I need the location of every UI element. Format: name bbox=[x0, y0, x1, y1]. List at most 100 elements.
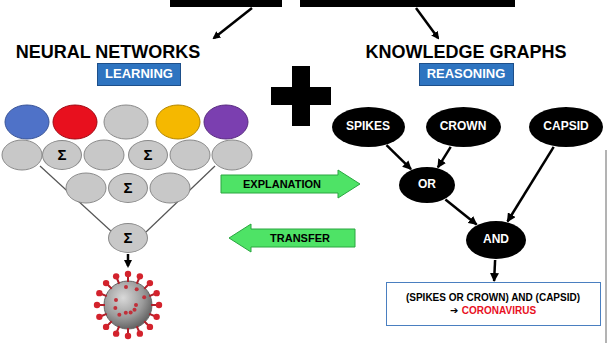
text-block: Σ bbox=[123, 228, 132, 248]
transfer-arrow: TRANSFER bbox=[229, 224, 355, 252]
virus-spike bbox=[156, 302, 162, 308]
virus-spike bbox=[137, 273, 143, 279]
node-text: TRANSFER bbox=[270, 232, 330, 244]
virus-spike bbox=[147, 324, 153, 330]
text-block: OR bbox=[418, 177, 436, 193]
virus-dot bbox=[135, 287, 139, 291]
arrow-shape-fill bbox=[229, 224, 355, 252]
virus-spike bbox=[94, 302, 100, 308]
node-text: Σ bbox=[123, 179, 132, 196]
text-block: (SPIKES OR CROWN) AND (CAPSID) ➔ CORONAVIR… bbox=[406, 291, 580, 317]
section-tag: LEARNING bbox=[97, 63, 181, 86]
pointer-arrow bbox=[214, 8, 252, 38]
virus-dot bbox=[113, 306, 117, 310]
virus-dot bbox=[114, 298, 118, 302]
network-link bbox=[40, 166, 112, 232]
virus-spike bbox=[137, 330, 143, 336]
node-text: CORONAVIRUS bbox=[462, 305, 536, 316]
text-block: TRANSFER bbox=[270, 231, 330, 245]
section-title: KNOWLEDGE GRAPHS bbox=[365, 42, 566, 63]
virus-spike bbox=[103, 280, 109, 286]
text-row: TRANSFER bbox=[270, 231, 330, 245]
text-row: EXPLANATION bbox=[243, 177, 321, 191]
text-block: SPIKES bbox=[346, 119, 390, 135]
network-link bbox=[146, 166, 215, 232]
virus-dot bbox=[129, 311, 133, 315]
top-bar bbox=[170, 0, 282, 7]
node-text: ➔ bbox=[450, 305, 458, 316]
output-arrow bbox=[127, 254, 130, 266]
section-tag: REASONING bbox=[419, 63, 514, 86]
hidden-neuron bbox=[2, 140, 42, 170]
hidden-neuron bbox=[212, 140, 252, 170]
input-neuron bbox=[5, 105, 49, 139]
sum-neuron: Σ bbox=[108, 173, 148, 203]
plus-sign bbox=[271, 87, 331, 105]
virus-dot bbox=[133, 308, 137, 312]
graph-connector bbox=[387, 145, 412, 169]
input-neuron bbox=[204, 105, 248, 139]
virus-spike bbox=[153, 314, 159, 320]
virus-dot bbox=[134, 303, 138, 307]
input-neuron bbox=[53, 105, 97, 139]
text-row: Σ bbox=[57, 145, 66, 165]
text-row: OR bbox=[418, 177, 436, 193]
concept-node: SPIKES bbox=[332, 107, 405, 147]
virus-spike bbox=[125, 271, 131, 277]
input-neuron bbox=[156, 105, 200, 139]
text-block: Σ bbox=[57, 145, 66, 165]
logic-node: AND bbox=[466, 221, 526, 259]
text-row: Σ bbox=[123, 228, 132, 248]
virus-spike bbox=[125, 333, 131, 339]
virus-dot bbox=[117, 313, 121, 317]
text-block: REASONING bbox=[427, 66, 506, 83]
text-row: CROWN bbox=[440, 119, 487, 135]
virus-dot bbox=[124, 285, 128, 289]
node-text: Σ bbox=[57, 146, 66, 163]
node-text: EXPLANATION bbox=[243, 178, 321, 190]
sum-neuron: Σ bbox=[108, 223, 148, 253]
text-block: AND bbox=[483, 232, 509, 248]
logic-node: OR bbox=[399, 167, 455, 203]
virus-spike bbox=[147, 280, 153, 286]
text-row: SPIKES bbox=[346, 119, 390, 135]
node-text: Σ bbox=[123, 229, 132, 246]
result-box: (SPIKES OR CROWN) AND (CAPSID) ➔ CORONAVIR… bbox=[386, 282, 601, 326]
virus-dot bbox=[142, 295, 146, 299]
node-text: AND bbox=[483, 232, 509, 246]
divider-line bbox=[605, 150, 607, 343]
text-row: CAPSID bbox=[543, 119, 588, 135]
virus-dot bbox=[124, 311, 128, 315]
section-title: NEURAL NETWORKS bbox=[16, 42, 201, 63]
node-text: OR bbox=[418, 177, 436, 191]
node-text: SPIKES bbox=[346, 119, 390, 133]
text-block: CAPSID bbox=[543, 119, 588, 135]
text-block: CROWN bbox=[440, 119, 487, 135]
text-row: LEARNING bbox=[105, 66, 173, 83]
top-bar bbox=[300, 0, 515, 7]
node-text: Σ bbox=[143, 146, 152, 163]
virus-spike bbox=[96, 290, 102, 296]
concept-node: CROWN bbox=[426, 107, 501, 147]
input-neuron bbox=[104, 105, 148, 139]
virus-spike bbox=[153, 290, 159, 296]
hidden-neuron bbox=[66, 173, 106, 203]
text-row: REASONING bbox=[427, 66, 506, 83]
coronavirus-picture bbox=[94, 271, 162, 339]
virus-spike bbox=[113, 330, 119, 336]
virus-spike bbox=[113, 273, 119, 279]
virus-spike bbox=[96, 314, 102, 320]
node-text: (SPIKES OR CROWN) AND (CAPSID) bbox=[406, 292, 580, 303]
graph-connector bbox=[494, 260, 495, 281]
concept-node: CAPSID bbox=[529, 107, 603, 147]
text-row: AND bbox=[483, 232, 509, 248]
graph-connector bbox=[445, 200, 476, 225]
text-row: Σ bbox=[143, 145, 152, 165]
pointer-arrow bbox=[416, 8, 438, 38]
graph-connector bbox=[508, 147, 554, 222]
text-block: LEARNING bbox=[105, 66, 173, 83]
text-row: ➔ CORONAVIRUS bbox=[450, 304, 536, 317]
text-block: Σ bbox=[123, 178, 132, 198]
arrow-shape-fill bbox=[221, 170, 360, 198]
